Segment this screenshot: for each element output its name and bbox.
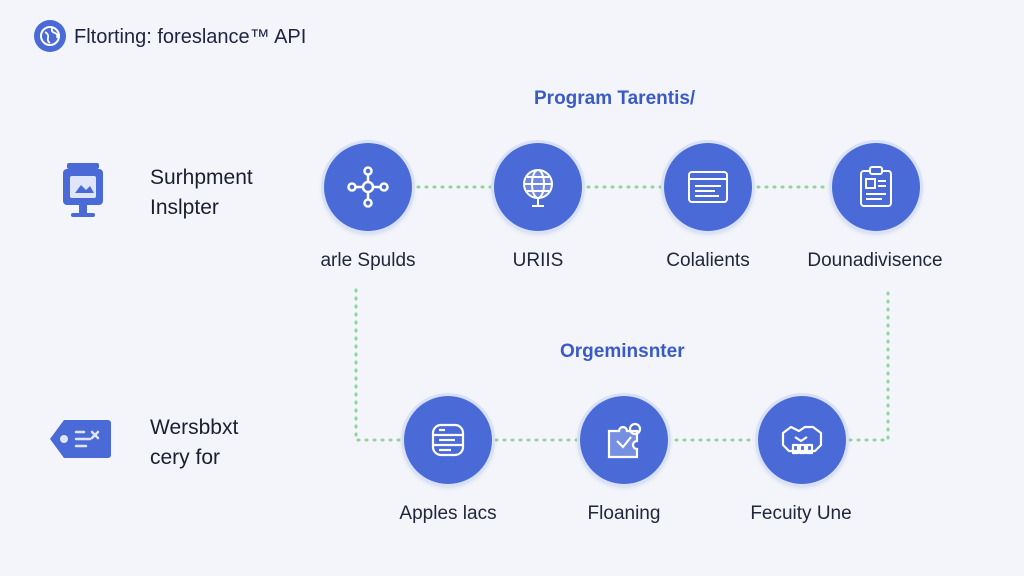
- globe-grid-icon: [523, 169, 553, 207]
- browser-window-icon: [688, 171, 728, 203]
- node-label: Fecuity Une: [750, 503, 852, 524]
- node-label: Floaning: [587, 503, 661, 524]
- tag-icon: [48, 418, 112, 460]
- database-icon: [431, 423, 465, 457]
- node-colalients[interactable]: [664, 143, 752, 231]
- side-label-bottom: Wersbbxt cery for: [150, 416, 239, 469]
- node-dounadivisence[interactable]: [832, 143, 920, 231]
- section-title-bottom: Orgeminsnter: [560, 341, 685, 362]
- node-label: Colalients: [666, 250, 750, 271]
- node-label: Dounadivisence: [807, 250, 943, 271]
- puzzle-icon: [607, 422, 642, 459]
- clipboard-icon: [860, 166, 892, 207]
- globe-icon[interactable]: [34, 20, 66, 52]
- node-apples-lacs[interactable]: [404, 396, 492, 484]
- node-floaning[interactable]: [580, 396, 668, 484]
- app-title: Fltorting: foreslance™ API: [74, 26, 307, 48]
- side-label-top: Surhpment Inslpter: [150, 166, 253, 219]
- network-icon: [347, 166, 389, 208]
- section-title-top: Program Tarentis/: [534, 88, 696, 109]
- monitor-icon: [58, 160, 108, 220]
- handshake-icon: [781, 425, 823, 455]
- node-uriis[interactable]: [494, 143, 582, 231]
- node-arle-spulds[interactable]: [324, 143, 412, 231]
- node-label: arle Spulds: [320, 250, 416, 271]
- node-label: Apples lacs: [399, 503, 497, 524]
- node-fecuity-une[interactable]: [758, 396, 846, 484]
- node-label: URIIS: [512, 250, 564, 271]
